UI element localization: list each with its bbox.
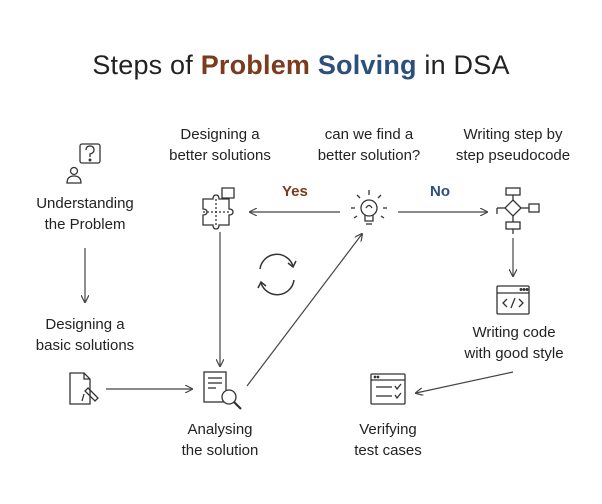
branch-no-label: No xyxy=(430,183,450,200)
question-person-icon xyxy=(66,143,101,184)
code-line2: with good style xyxy=(464,345,564,362)
code-window-icon xyxy=(496,285,530,315)
node-verify-label: Verifying test cases xyxy=(323,419,453,461)
checklist-icon xyxy=(370,373,406,405)
branch-yes-label: Yes xyxy=(282,183,308,200)
title-suffix: in DSA xyxy=(416,50,510,80)
pseudo-line2: step pseudocode xyxy=(455,147,571,164)
better-line2: better solutions xyxy=(169,147,271,164)
analysing-line2: the solution xyxy=(181,442,259,459)
lightbulb-icon xyxy=(351,190,387,225)
node-basic-label: Designing a basic solutions xyxy=(20,314,150,356)
diagram-title: Steps of Problem Solving in DSA xyxy=(0,50,602,81)
node-analysing-label: Analysing the solution xyxy=(155,419,285,461)
find-line2: better solution? xyxy=(317,147,421,164)
node-find-label: can we find a better solution? xyxy=(304,124,434,166)
pen-document-icon xyxy=(69,372,99,405)
node-pseudo-label: Writing step by step pseudocode xyxy=(448,124,578,166)
puzzle-icon xyxy=(202,187,235,230)
flowchart-icon xyxy=(496,187,540,234)
magnify-document-icon xyxy=(203,371,242,410)
node-code-label: Writing code with good style xyxy=(449,322,579,364)
analysing-line1: Analysing xyxy=(187,421,253,438)
better-line1: Designing a xyxy=(180,126,260,143)
title-prefix: Steps of xyxy=(92,50,201,80)
title-word-problem: Problem xyxy=(200,50,311,80)
verify-line2: test cases xyxy=(354,442,422,459)
refresh-cycle-icon xyxy=(257,253,297,296)
understanding-line1: Understanding xyxy=(36,195,134,212)
arrow-analysing-to-find xyxy=(246,234,362,387)
title-word-solving: Solving xyxy=(317,50,417,80)
code-line1: Writing code xyxy=(472,324,556,341)
pseudo-line1: Writing step by xyxy=(463,126,563,143)
node-better-label: Designing a better solutions xyxy=(155,124,285,166)
basic-line2: basic solutions xyxy=(35,337,135,354)
find-line1: can we find a xyxy=(324,126,414,143)
basic-line1: Designing a xyxy=(45,316,125,333)
verify-line1: Verifying xyxy=(359,421,417,438)
arrow-code-to-verify xyxy=(416,371,514,393)
understanding-line2: the Problem xyxy=(44,216,126,233)
node-understanding-label: Understanding the Problem xyxy=(20,193,150,235)
